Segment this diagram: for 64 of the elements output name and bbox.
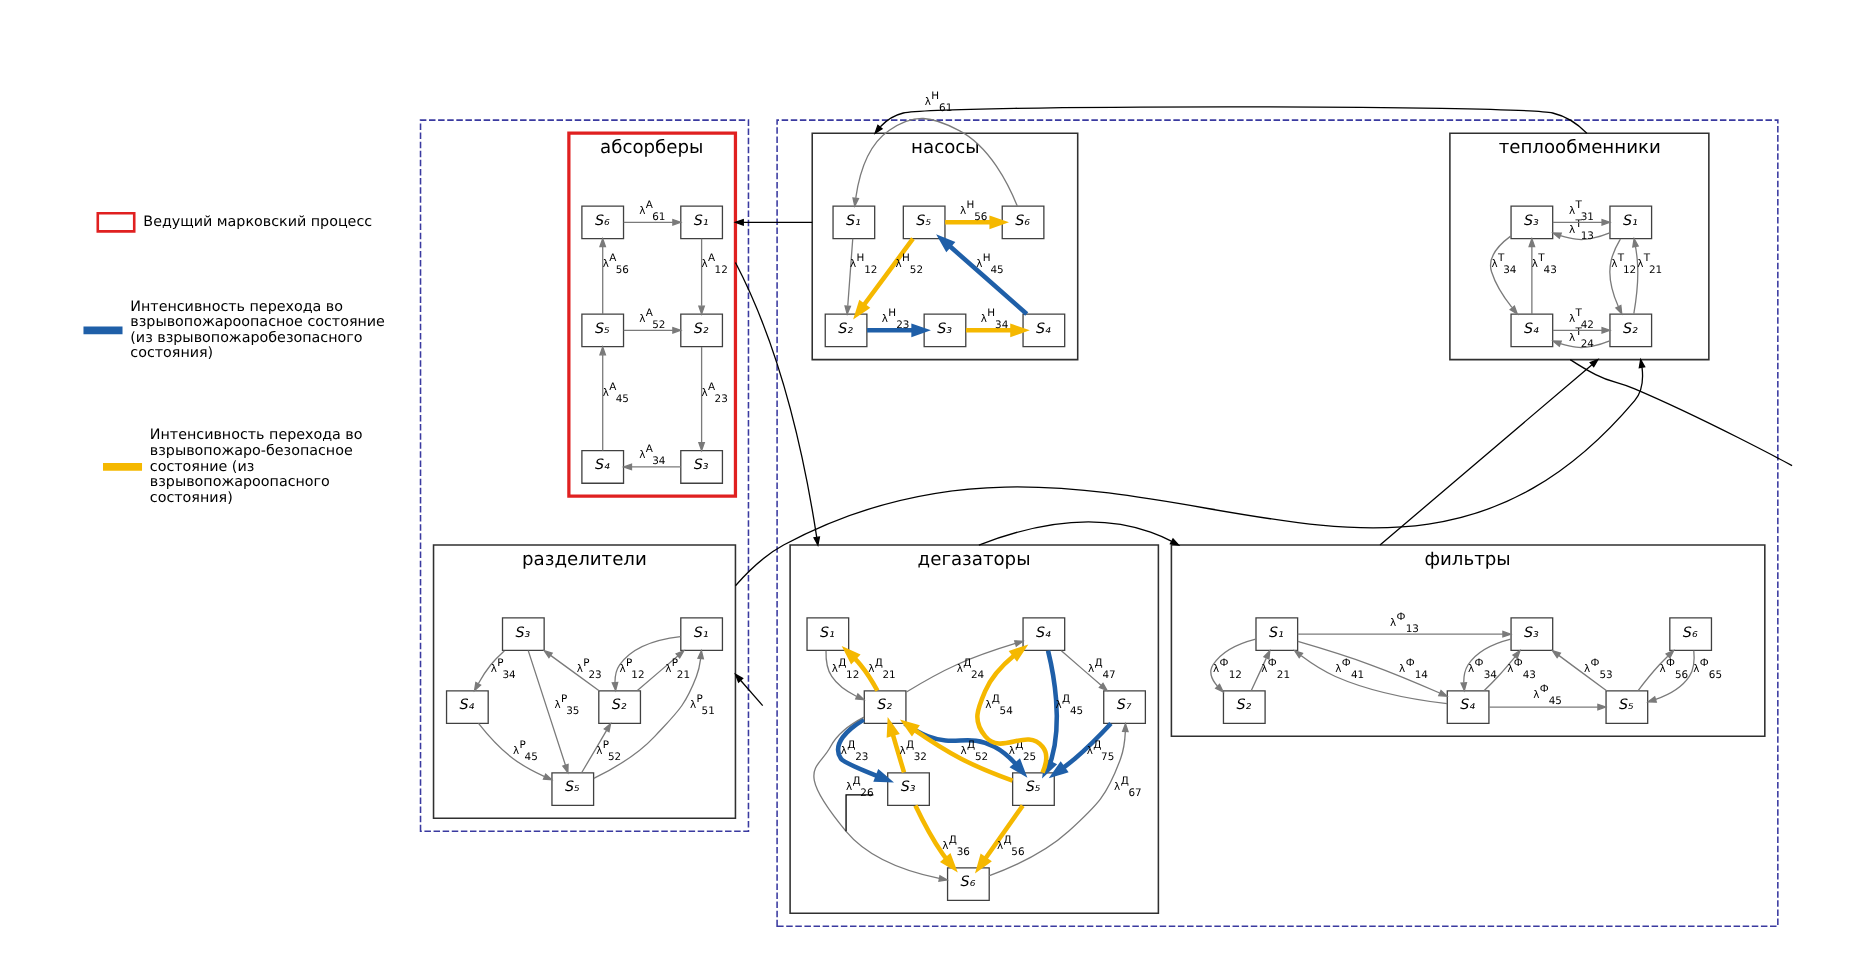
arrow: [825, 650, 866, 701]
cluster: [419, 119, 750, 833]
arrow: [623, 218, 683, 226]
arrow: [903, 721, 1028, 778]
arrow: [1488, 703, 1608, 711]
arrow: [623, 326, 683, 334]
arrow: [1060, 650, 1109, 692]
arrow: [988, 721, 1129, 877]
arrow: [873, 106, 1588, 135]
arrow: [1250, 648, 1271, 692]
arrow: [477, 722, 554, 781]
arrow: [1297, 640, 1449, 697]
arrow: [621, 463, 682, 471]
arrow: [936, 234, 1029, 316]
arrow: [1048, 722, 1113, 779]
arrow: [841, 645, 880, 692]
arrow: [733, 218, 813, 226]
arrow: [697, 346, 706, 453]
arrow: [899, 719, 1014, 783]
arrow: [542, 649, 600, 692]
arrow: [697, 238, 706, 316]
arrow: [835, 717, 894, 783]
arrow: [1483, 649, 1522, 692]
arrow: [905, 640, 1025, 693]
arrow: [1552, 326, 1612, 334]
arrow: [1297, 630, 1513, 638]
arrow: [886, 717, 907, 774]
arrow: [853, 237, 915, 320]
arrow: [974, 804, 1025, 874]
arrow: [913, 804, 958, 873]
arrow: [978, 521, 1181, 546]
arrow: [1550, 649, 1608, 692]
arrow: [852, 117, 1018, 208]
arrow: [1528, 236, 1536, 315]
arrow: [1460, 638, 1512, 693]
arrow: [965, 323, 1030, 338]
arrow: [734, 672, 764, 707]
arrow: [1646, 650, 1695, 703]
arrow: [734, 261, 821, 547]
arrow: [1379, 358, 1600, 546]
arrow: [975, 644, 1049, 774]
arrow: [473, 650, 506, 693]
arrow: [1293, 649, 1448, 705]
arrow: [734, 357, 1646, 587]
arrow: [1552, 218, 1612, 226]
arrow: [844, 238, 854, 316]
arrow: [1551, 232, 1611, 241]
arrow: [593, 648, 705, 780]
arrow: [599, 236, 607, 315]
arrow: [527, 650, 569, 775]
arrow: [636, 649, 686, 692]
connector: [1569, 358, 1793, 467]
arrow: [581, 721, 612, 774]
arrow: [1637, 649, 1676, 692]
arrow: [1632, 236, 1640, 315]
arrow: [1210, 638, 1257, 694]
arrow: [1609, 238, 1623, 316]
arrow: [1551, 340, 1611, 349]
arrow: [945, 215, 1009, 230]
arrow: [599, 345, 607, 452]
arrow: [813, 716, 950, 882]
arrow: [1489, 235, 1519, 316]
arrow: [867, 323, 931, 338]
arrow: [611, 635, 682, 693]
